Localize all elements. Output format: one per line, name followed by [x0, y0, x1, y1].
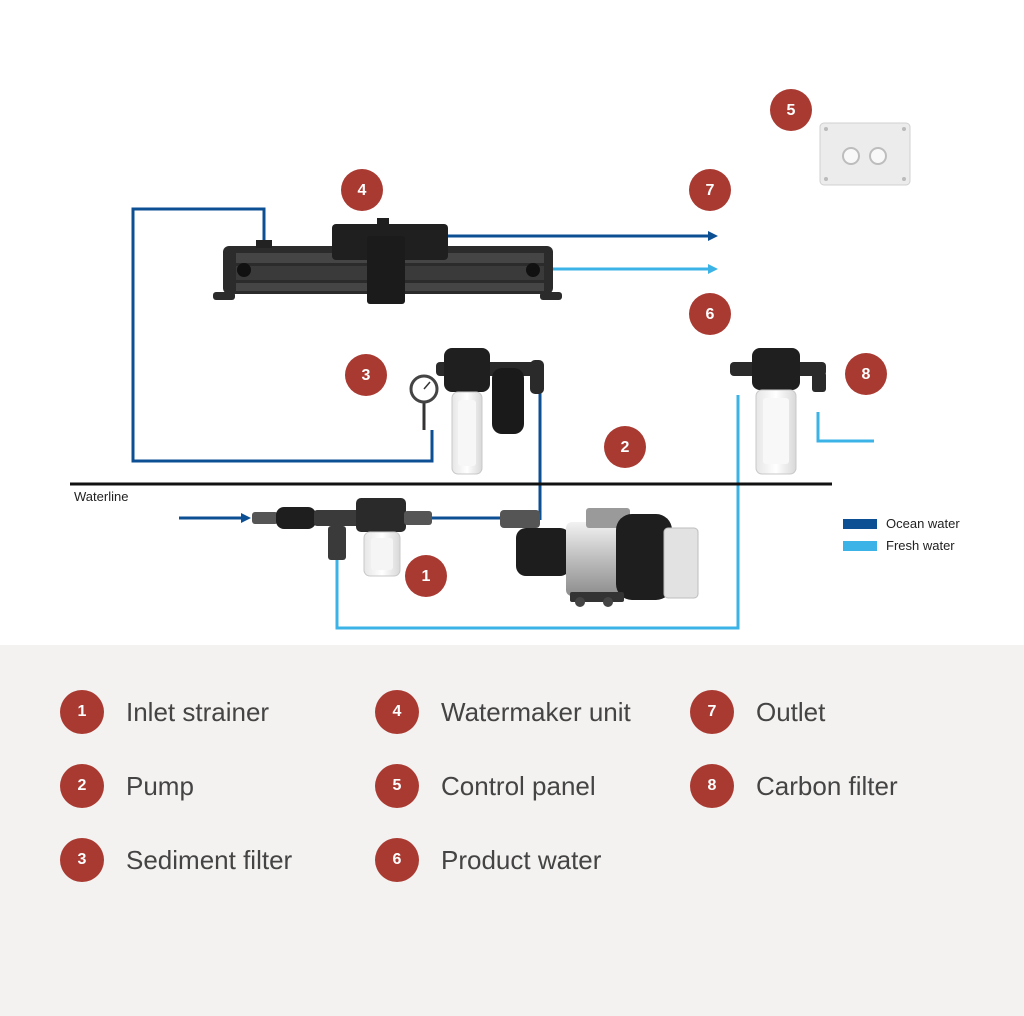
control-panel-button-left: [842, 147, 860, 165]
fresh-water-pipes: [335, 264, 874, 630]
legend-item-pump: 2 Pump: [60, 764, 194, 808]
waterline-label: Waterline: [74, 489, 128, 504]
badge-8: 8: [845, 353, 887, 395]
water-legend: Ocean water Fresh water: [843, 516, 960, 553]
legend-label: Carbon filter: [756, 770, 898, 801]
legend-label: Product water: [441, 844, 602, 875]
ocean-water-pipes: [131, 207, 718, 523]
legend-label: Outlet: [756, 696, 826, 727]
legend-badge: 7: [690, 690, 734, 734]
component-legend: 1 Inlet strainer 2 Pump 3 Sediment filte…: [0, 645, 1024, 1016]
control-panel-button-right: [869, 147, 887, 165]
legend-label: Control panel: [441, 770, 596, 801]
legend-item-sediment-filter: 3 Sediment filter: [60, 838, 292, 882]
badge-6: 6: [689, 293, 731, 335]
badge-3: 3: [345, 354, 387, 396]
product-water-loop-pipe: [335, 395, 740, 630]
diagram-badges: 1 2 3 4 5 6 7 8: [341, 89, 887, 597]
fresh-water-swatch: [843, 541, 877, 551]
svg-text:4: 4: [358, 182, 367, 199]
legend-label: Pump: [126, 770, 194, 801]
carbon-filter: [730, 348, 826, 475]
ocean-water-label: Ocean water: [886, 516, 960, 531]
legend-badge: 2: [60, 764, 104, 808]
svg-text:8: 8: [862, 366, 871, 383]
legend-badge: 1: [60, 690, 104, 734]
badge-7: 7: [689, 169, 731, 211]
badge-4: 4: [341, 169, 383, 211]
fresh-water-label: Fresh water: [886, 538, 955, 553]
carbon-filter-outlet-pipe: [816, 412, 874, 443]
legend-item-watermaker-unit: 4 Watermaker unit: [375, 690, 631, 734]
ocean-water-swatch: [843, 519, 877, 529]
sediment-to-watermaker-pipe: [131, 207, 434, 463]
svg-text:6: 6: [706, 306, 715, 323]
legend-item-carbon-filter: 8 Carbon filter: [690, 764, 898, 808]
watermaker-unit: [213, 218, 562, 304]
svg-text:2: 2: [621, 439, 630, 456]
badge-2: 2: [604, 426, 646, 468]
system-diagram: Waterline: [70, 89, 960, 630]
legend-label: Inlet strainer: [126, 696, 270, 727]
legend-item-control-panel: 5 Control panel: [375, 764, 596, 808]
sediment-filter: [409, 348, 544, 475]
svg-text:7: 7: [706, 182, 715, 199]
inlet-strainer: [252, 498, 432, 577]
control-panel: [819, 122, 911, 186]
legend-label: Watermaker unit: [441, 696, 631, 727]
legend-badge: 5: [375, 764, 419, 808]
legend-item-product-water: 6 Product water: [375, 838, 601, 882]
svg-text:1: 1: [422, 568, 431, 585]
svg-text:3: 3: [362, 367, 371, 384]
pump: [500, 508, 699, 607]
legend-badge: 6: [375, 838, 419, 882]
svg-text:5: 5: [787, 102, 796, 119]
badge-5: 5: [770, 89, 812, 131]
legend-label: Sediment filter: [126, 844, 293, 875]
legend-item-outlet: 7 Outlet: [690, 690, 825, 734]
badge-1: 1: [405, 555, 447, 597]
legend-badge: 8: [690, 764, 734, 808]
legend-badge: 3: [60, 838, 104, 882]
legend-badge: 4: [375, 690, 419, 734]
legend-item-inlet-strainer: 1 Inlet strainer: [60, 690, 269, 734]
